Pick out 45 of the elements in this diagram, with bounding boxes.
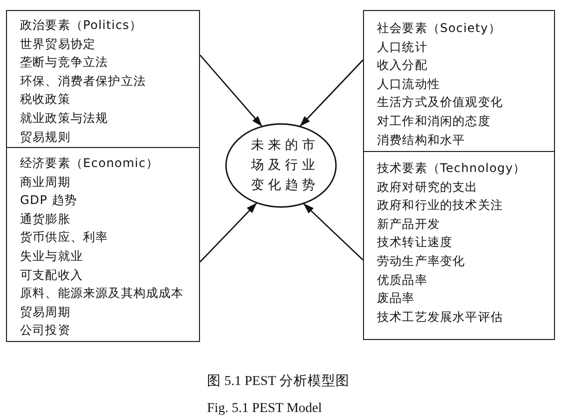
factor-box bbox=[363, 151, 555, 340]
factor-item: 劳动生产率变化 bbox=[377, 252, 466, 270]
category-heading: 技术要素（Technology） bbox=[377, 160, 526, 177]
factor-item: 税收政策 bbox=[20, 91, 70, 108]
factor-item: 人口统计 bbox=[377, 38, 428, 56]
factor-box bbox=[6, 10, 200, 148]
factor-item: 优质品率 bbox=[377, 272, 428, 289]
factor-item: 废品率 bbox=[377, 290, 415, 308]
factor-item: 贸易周期 bbox=[20, 304, 70, 321]
factor-item: 政府和行业的技术关注 bbox=[377, 197, 503, 214]
factor-item: GDP 趋势 bbox=[20, 192, 78, 210]
category-heading: 社会要素（Society） bbox=[377, 20, 501, 37]
factor-item: 货币供应、利率 bbox=[20, 229, 108, 246]
factor-item: 世界贸易协定 bbox=[20, 36, 96, 53]
figure-caption: Fig. 5.1 PEST Model bbox=[207, 400, 322, 416]
factor-item: 就业政策与法规 bbox=[20, 110, 108, 127]
arrow bbox=[200, 202, 258, 262]
factor-item: 垄断与竞争立法 bbox=[20, 54, 108, 72]
factor-box bbox=[6, 147, 200, 342]
factor-item: 商业周期 bbox=[20, 174, 70, 191]
category-heading: 政治要素（Politics） bbox=[20, 17, 142, 34]
trend-ellipse bbox=[225, 123, 337, 208]
factor-item: 生活方式及价值观变化 bbox=[377, 94, 503, 112]
factor-item: 通货膨胀 bbox=[20, 210, 70, 228]
factor-item: 对工作和消闲的态度 bbox=[377, 112, 490, 130]
category-heading: 经济要素（Economic） bbox=[20, 155, 158, 172]
factor-item: 环保、消费者保护立法 bbox=[20, 72, 146, 90]
factor-item: 收入分配 bbox=[377, 57, 428, 74]
factor-item: 公司投资 bbox=[20, 322, 70, 340]
figure-caption: 图 5.1 PEST 分析模型图 bbox=[207, 372, 350, 390]
factor-box bbox=[363, 10, 555, 152]
factor-item: 消费结构和水平 bbox=[377, 132, 466, 149]
factor-item: 新产品开发 bbox=[377, 216, 440, 233]
factor-item: 原料、能源来源及其构成成本 bbox=[20, 285, 184, 302]
trend-text: 未来的市场及行业变化趋势 bbox=[251, 137, 319, 195]
factor-item: 失业与就业 bbox=[20, 248, 83, 265]
arrow bbox=[302, 202, 364, 260]
factor-item: 政府对研究的支出 bbox=[377, 178, 478, 196]
arrow bbox=[299, 60, 364, 127]
factor-item: 技术工艺发展水平评估 bbox=[377, 308, 503, 326]
factor-item: 贸易规则 bbox=[20, 128, 70, 146]
factor-item: 人口流动性 bbox=[377, 76, 440, 93]
factor-item: 技术转让速度 bbox=[377, 234, 453, 252]
factor-item: 可支配收入 bbox=[20, 266, 83, 284]
arrow bbox=[200, 54, 263, 127]
